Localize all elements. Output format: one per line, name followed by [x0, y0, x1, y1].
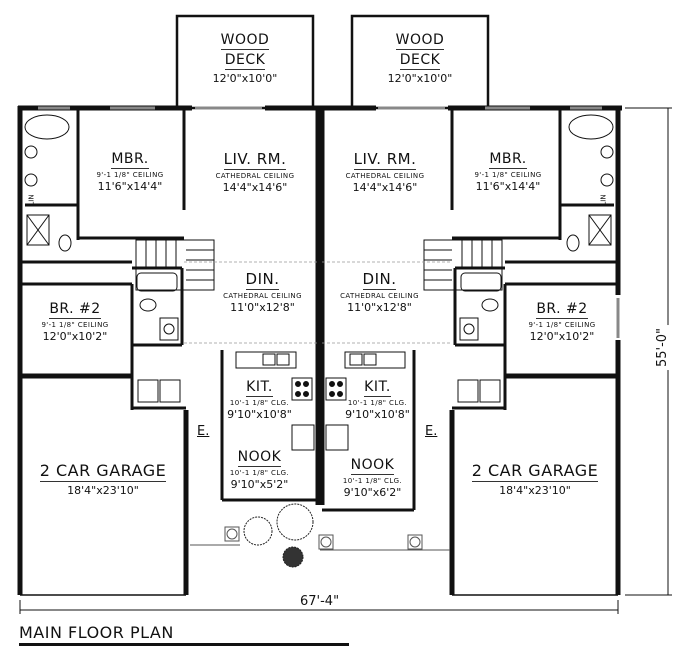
- room-name: WOOD: [220, 32, 270, 50]
- bedroom-2-right-label: BR. #2 9'-1 1/8" CEILING 12'0"x10'2": [528, 301, 596, 343]
- overall-depth-dimension: 55'-0": [655, 324, 671, 371]
- wood-deck-right-label: WOOD DECK 12'0"x10'0": [387, 32, 453, 85]
- garage-left-label: 2 CAR GARAGE 18'4"x23'10": [39, 461, 167, 497]
- linen-closet-right-label: LIN: [599, 194, 608, 206]
- nook-right-label: NOOK 10'-1 1/8" CLG. 9'10"x6'2": [342, 457, 403, 499]
- living-room-left-label: LIV. RM. CATHEDRAL CEILING 14'4"x14'6": [215, 150, 295, 194]
- entry-right-label: E.: [425, 424, 438, 439]
- master-bedroom-left-label: MBR. 9'-1 1/8" CEILING 11'6"x14'4": [96, 151, 164, 193]
- nook-left-label: NOOK 10'-1 1/8" CLG. 9'10"x5'2": [229, 449, 290, 491]
- title-underline: [19, 643, 349, 646]
- kitchen-right-label: KIT. 10'-1 1/8" CLG. 9'10"x10'8": [345, 379, 410, 421]
- living-room-right-label: LIV. RM. CATHEDRAL CEILING 14'4"x14'6": [345, 150, 425, 194]
- linen-closet-left-label: LIN: [27, 194, 36, 206]
- room-name: DECK: [224, 52, 266, 70]
- master-bedroom-right-label: MBR. 9'-1 1/8" CEILING 11'6"x14'4": [474, 151, 542, 193]
- plan-title: MAIN FLOOR PLAN: [19, 623, 174, 642]
- dining-room-left-label: DIN. CATHEDRAL CEILING 11'0"x12'8": [223, 270, 302, 314]
- wood-deck-left-label: WOOD DECK 12'0"x10'0": [190, 33, 300, 84]
- kitchen-left-label: KIT. 10'-1 1/8" CLG. 9'10"x10'8": [227, 379, 292, 421]
- bedroom-2-left-label: BR. #2 9'-1 1/8" CEILING 12'0"x10'2": [41, 301, 109, 343]
- dining-room-right-label: DIN. CATHEDRAL CEILING 11'0"x12'8": [340, 270, 419, 314]
- entry-left-label: E.: [197, 424, 210, 439]
- overall-width-dimension: 67'-4": [297, 594, 343, 609]
- garage-right-label: 2 CAR GARAGE 18'4"x23'10": [471, 461, 599, 497]
- room-dimension: 12'0"x10'0": [212, 72, 278, 85]
